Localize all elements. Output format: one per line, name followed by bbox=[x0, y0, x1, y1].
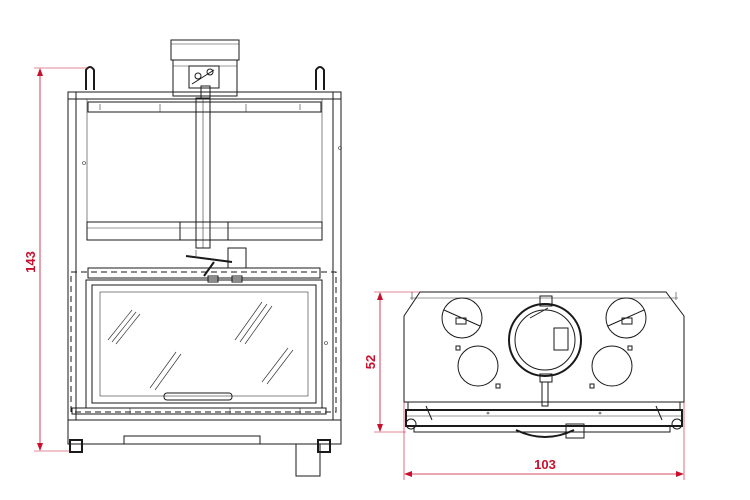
door-top-frame bbox=[87, 267, 321, 279]
firebox-outline bbox=[70, 271, 337, 413]
central-flue bbox=[508, 295, 582, 407]
glass-reflection-marks bbox=[107, 301, 294, 391]
outlet-upper-left bbox=[441, 297, 483, 339]
ash-drawer-pull bbox=[295, 443, 321, 477]
damper-mechanism bbox=[188, 65, 220, 99]
outlet-lower-right bbox=[589, 345, 633, 389]
height-dimension: 143 bbox=[23, 67, 88, 452]
depth-label: 52 bbox=[363, 355, 378, 369]
top-view bbox=[403, 291, 685, 439]
top-front-frame bbox=[405, 401, 683, 439]
width-label: 103 bbox=[534, 457, 556, 472]
door-glass bbox=[85, 279, 323, 409]
door-handle bbox=[163, 392, 233, 401]
fireplace-body bbox=[67, 91, 342, 421]
lifting-hook-right bbox=[315, 66, 325, 90]
lifting-hook-left bbox=[85, 66, 95, 90]
base bbox=[67, 419, 342, 477]
outlet-upper-right bbox=[605, 297, 647, 339]
damper-rod bbox=[195, 97, 211, 249]
top-handle bbox=[515, 429, 575, 438]
mid-band bbox=[86, 221, 323, 241]
depth-dimension: 52 bbox=[363, 291, 420, 433]
control-lever bbox=[185, 247, 247, 283]
height-label: 143 bbox=[23, 251, 38, 273]
top-housing bbox=[403, 291, 685, 403]
front-view bbox=[67, 39, 342, 477]
width-dimension: 103 bbox=[403, 402, 685, 480]
bottom-rail bbox=[71, 407, 327, 415]
outlet-lower-left bbox=[455, 345, 501, 389]
